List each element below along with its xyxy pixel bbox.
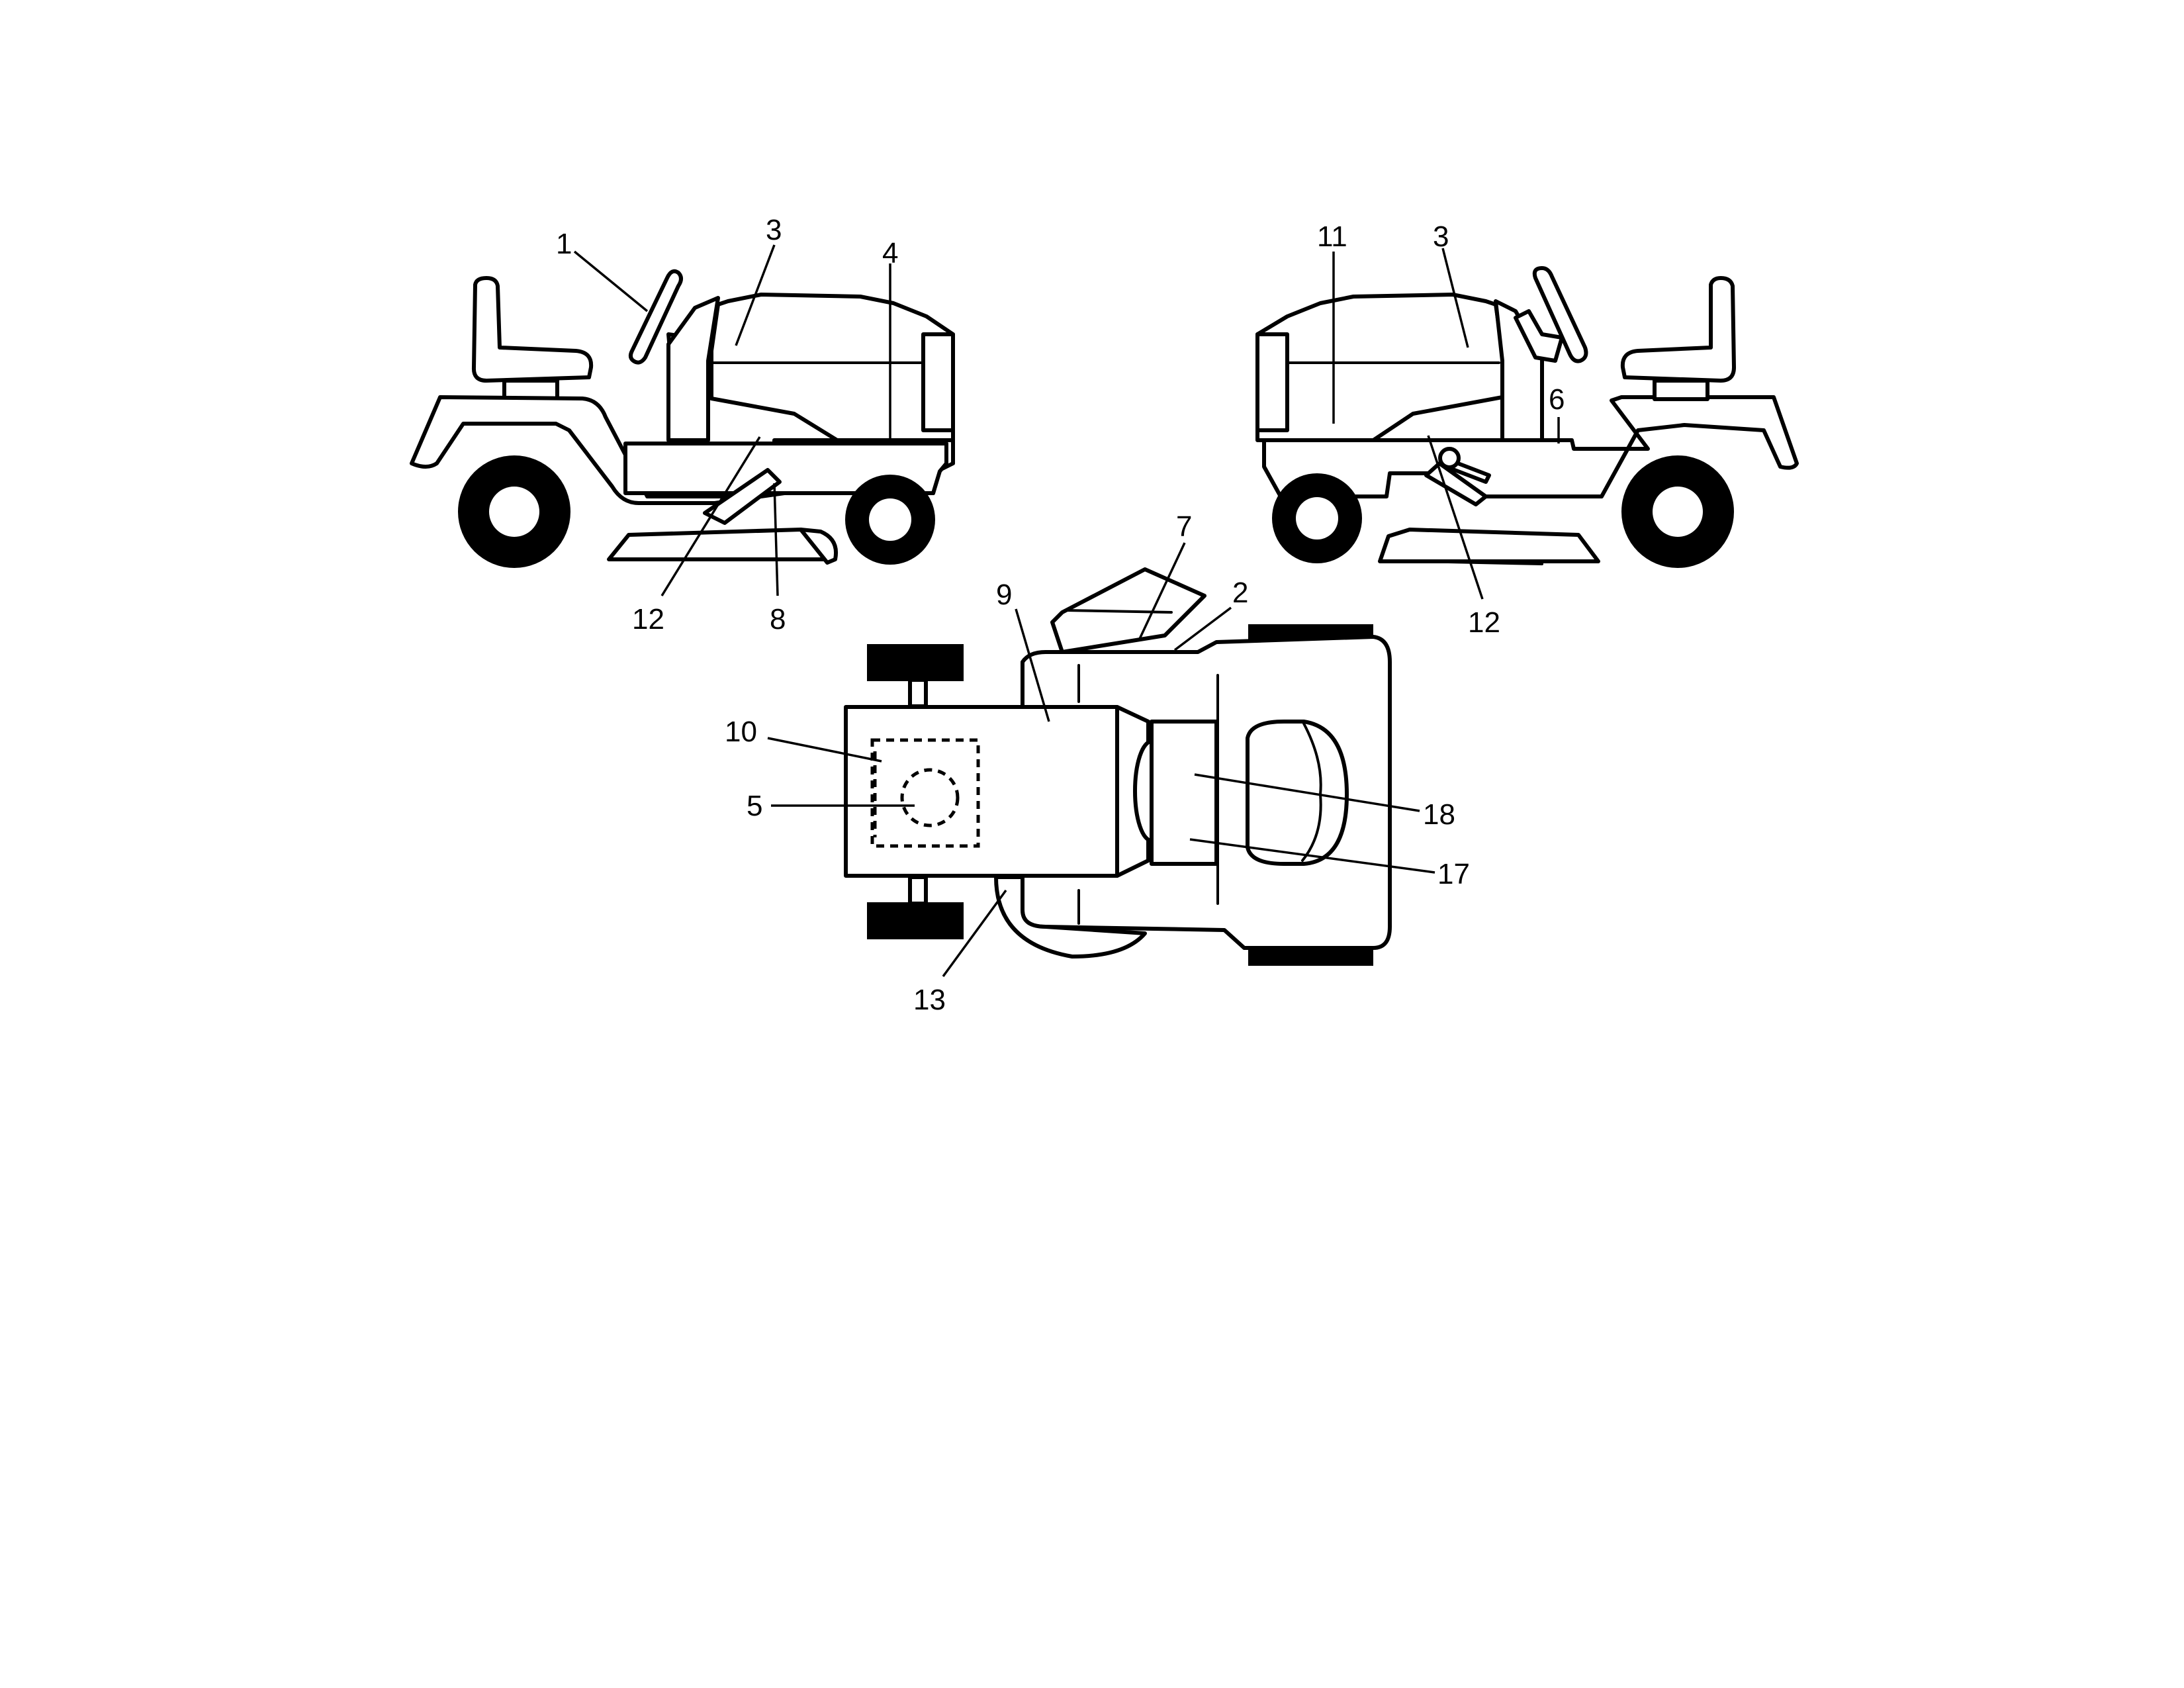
center-console xyxy=(1150,720,1218,866)
callout-top-18: 18 xyxy=(1423,798,1455,831)
leader-left-1 xyxy=(573,250,649,312)
front-tire-bottom xyxy=(867,902,964,939)
callout-top-10: 10 xyxy=(725,716,757,748)
leader-right-3 xyxy=(1441,248,1469,348)
leader-top-7 xyxy=(1138,542,1186,639)
callout-left-3: 3 xyxy=(766,214,782,246)
callout-labels: 1 3 4 12 8 11 3 6 12 7 2 9 10 5 18 17 13 xyxy=(556,214,1565,1016)
callout-right-12: 12 xyxy=(1468,606,1500,639)
callout-left-8: 8 xyxy=(770,603,786,635)
engine-outline xyxy=(870,738,980,848)
axle-stub-top xyxy=(908,678,928,708)
mower-deck xyxy=(607,528,829,561)
hood-top xyxy=(844,705,1119,878)
callout-top-2: 2 xyxy=(1232,577,1248,609)
engine-circle xyxy=(900,768,960,827)
callout-top-9: 9 xyxy=(996,579,1012,611)
callout-top-7: 7 xyxy=(1176,510,1192,543)
throttle-knob xyxy=(1438,447,1461,469)
leader-left-8 xyxy=(773,483,779,596)
right-side-view xyxy=(1255,266,1799,568)
callout-left-1: 1 xyxy=(556,228,572,260)
discharge-chute-left xyxy=(799,528,838,565)
steering-wheel-right xyxy=(1532,266,1588,363)
left-side-view xyxy=(410,269,955,568)
rear-fender-right xyxy=(1262,395,1799,498)
callout-top-13: 13 xyxy=(913,984,946,1016)
top-view xyxy=(844,567,1392,966)
axle-stub-bottom xyxy=(908,875,928,906)
leader-top-18 xyxy=(1194,773,1420,812)
dash-pillar xyxy=(666,296,720,442)
leader-left-12 xyxy=(660,436,761,596)
mower-deck-right xyxy=(1378,528,1600,563)
deck-bulge xyxy=(994,875,1147,959)
deck-skirt-right xyxy=(1415,560,1543,565)
callout-top-17: 17 xyxy=(1437,858,1470,890)
callout-right-6: 6 xyxy=(1549,383,1565,416)
callout-left-4: 4 xyxy=(882,237,898,269)
seat xyxy=(471,276,594,383)
front-tire-top xyxy=(867,644,964,681)
front-hub xyxy=(869,498,911,541)
rear-hub-right xyxy=(1653,487,1703,537)
leader-top-17 xyxy=(1189,838,1435,874)
leader-left-3 xyxy=(735,244,776,346)
seat-post-right xyxy=(1653,379,1709,401)
grille xyxy=(921,332,955,432)
chute-line xyxy=(1064,609,1173,614)
leader-lines xyxy=(573,244,1560,978)
leader-top-2 xyxy=(1173,606,1232,651)
front-hub-right xyxy=(1296,497,1338,539)
rear-tire-bottom xyxy=(1248,947,1373,966)
grille-right xyxy=(1255,332,1289,432)
seat-top xyxy=(1246,720,1349,866)
leader-top-9 xyxy=(1015,608,1050,722)
rear-hub xyxy=(489,487,539,537)
leader-top-13 xyxy=(942,889,1007,978)
leader-top-10 xyxy=(767,737,882,763)
callout-left-12: 12 xyxy=(632,603,664,635)
hood-right xyxy=(1255,293,1504,442)
steering-wheel xyxy=(628,269,683,365)
leader-right-12 xyxy=(1427,435,1484,600)
deck-lift-lever xyxy=(703,468,782,525)
seat-right xyxy=(1620,276,1736,383)
callout-right-11: 11 xyxy=(1317,220,1347,253)
frame-bar xyxy=(623,442,948,495)
callout-right-3: 3 xyxy=(1433,220,1449,253)
callout-top-5: 5 xyxy=(747,790,762,822)
